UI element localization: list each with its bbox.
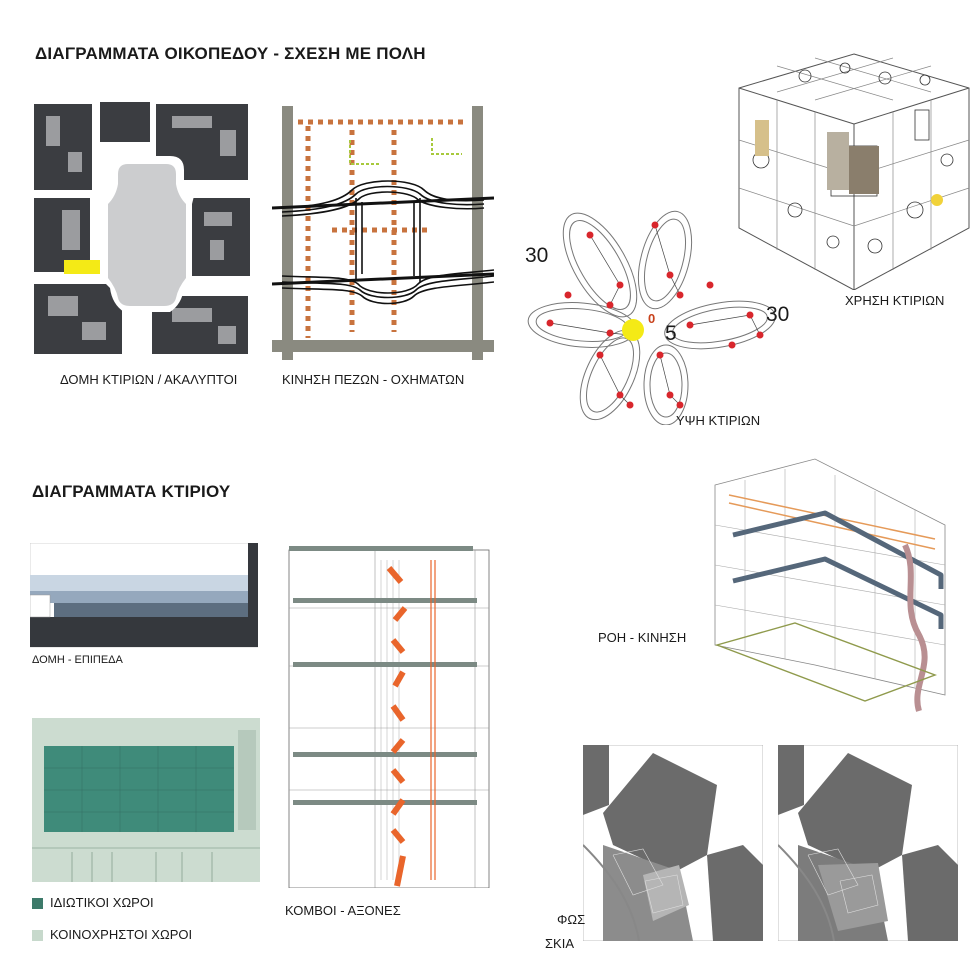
legend-label-common: ΚΟΙΝΟΧΡΗΣΤΟΙ ΧΩΡΟΙ — [50, 927, 192, 942]
building-structure-diagram — [32, 100, 254, 358]
caption-heights: ΥΨΗ ΚΤΙΡΙΩΝ — [676, 413, 760, 428]
caption-flow: ΡΟΗ - ΚΙΝΗΣΗ — [598, 630, 686, 645]
legend-swatch-private — [32, 898, 43, 909]
flow-movement-axonometric — [705, 455, 980, 725]
height-label-5: 5 — [665, 322, 677, 346]
legend-label-private: ΙΔΙΩΤΙΚΟΙ ΧΩΡΟΙ — [50, 895, 154, 910]
caption-nodes-axes: ΚΟΜΒΟΙ - ΑΞΟΝΕΣ — [285, 903, 401, 918]
selected-plot-marker — [64, 260, 100, 274]
height-label-30-right: 30 — [766, 303, 789, 327]
spaces-plan-diagram — [32, 718, 260, 882]
caption-light: ΦΩΣ — [557, 912, 585, 927]
height-label-0: 0 — [648, 311, 655, 326]
center-highlight — [622, 319, 644, 341]
light-diagram — [583, 745, 763, 941]
caption-shadow: ΣΚΙΑ — [545, 936, 574, 951]
building-uses-cube — [735, 50, 973, 290]
shadow-diagram — [778, 745, 958, 941]
structure-levels-diagram — [30, 543, 258, 651]
site-diagrams-heading: ΔΙΑΓΡΑΜΜΑΤΑ ΟΙΚΟΠΕΔΟΥ - ΣΧΕΣΗ ΜΕ ΠΟΛΗ — [35, 44, 426, 64]
caption-uses: ΧΡΗΣΗ ΚΤΙΡΙΩΝ — [845, 293, 944, 308]
caption-building-structure: ΔΟΜΗ ΚΤΙΡΙΩΝ / ΑΚΑΛΥΠΤΟΙ — [60, 372, 237, 387]
caption-movement: ΚΙΝΗΣΗ ΠΕΖΩΝ - ΟΧΗΜΑΤΩΝ — [282, 372, 464, 387]
legend-swatch-common — [32, 930, 43, 941]
height-label-30-left: 30 — [525, 244, 548, 268]
building-diagrams-heading: ΔΙΑΓΡΑΜΜΑΤΑ ΚΤΙΡΙΟΥ — [32, 482, 230, 502]
movement-diagram — [272, 102, 494, 360]
nodes-axes-section — [285, 530, 495, 888]
caption-levels: ΔΟΜΗ - ΕΠΙΠΕΔΑ — [32, 654, 123, 666]
